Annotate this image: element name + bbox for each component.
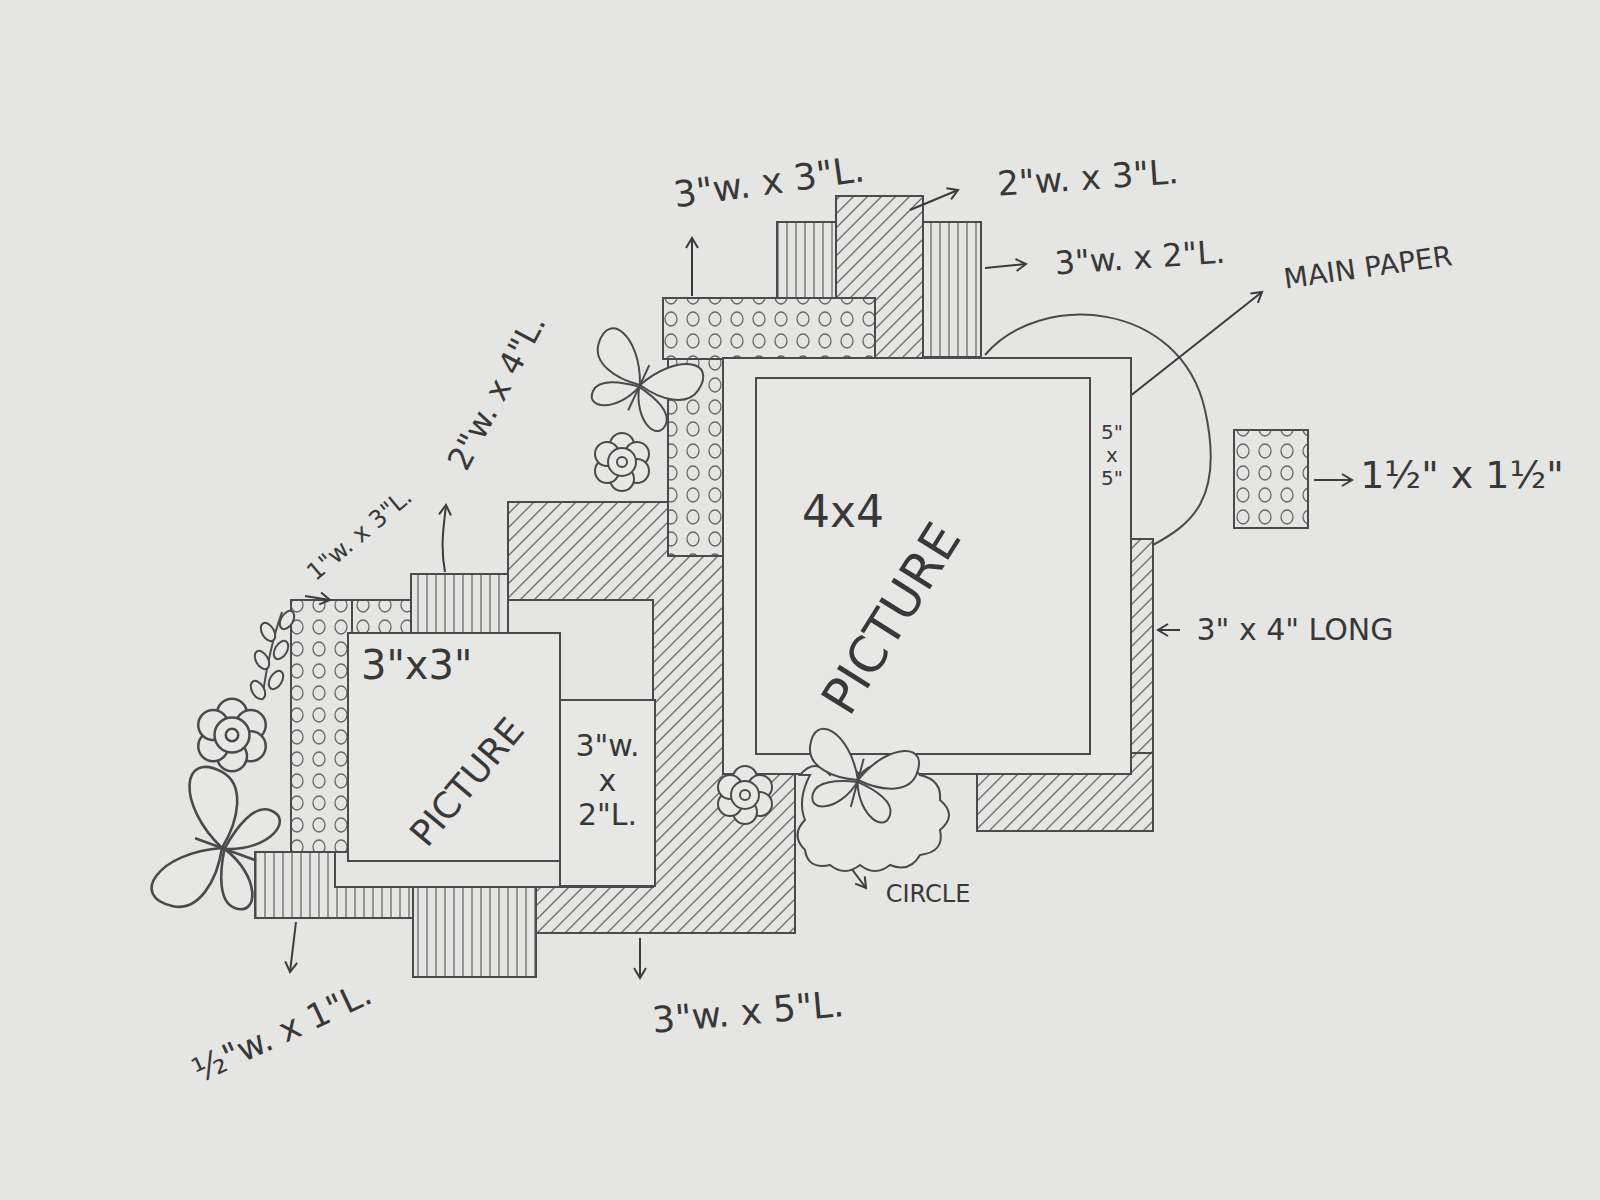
dimension-label: 1½" x 1½" bbox=[1360, 454, 1564, 498]
box-text: 5" x 5" bbox=[1094, 421, 1130, 490]
dimension-label: ½"w. x 1"L. bbox=[186, 974, 377, 1091]
box-text: 3"w. x 2"L. bbox=[565, 729, 650, 833]
paper-piece-box: 3"w. x 2"L. bbox=[559, 699, 656, 887]
large-picture-box: 4x4PICTURE bbox=[755, 377, 1091, 755]
dimension-label: 1"w. x 3"L. bbox=[302, 483, 418, 587]
small-picture-box: 3"x3" PICTURE bbox=[347, 632, 561, 862]
dimension-label: MAIN PAPER bbox=[1282, 240, 1455, 295]
main-paper-frame: 5" x 5"4x4PICTURE bbox=[722, 357, 1132, 775]
dimension-label: CIRCLE bbox=[886, 881, 971, 909]
box-text: 3"x3" bbox=[361, 642, 472, 688]
box-text: 4x4 bbox=[802, 487, 884, 538]
dimension-label: 2"w. x 3"L. bbox=[996, 152, 1180, 204]
dimension-label: 3"w. x 5"L. bbox=[650, 983, 845, 1041]
dimension-label: 3"w. x 2"L. bbox=[1054, 234, 1227, 283]
box-text: PICTURE bbox=[402, 710, 532, 854]
box-text: PICTURE bbox=[811, 513, 973, 724]
dimension-label: 3" x 4" LONG bbox=[1196, 613, 1393, 648]
dimension-label: 2"w. x 4"L. bbox=[441, 308, 554, 476]
